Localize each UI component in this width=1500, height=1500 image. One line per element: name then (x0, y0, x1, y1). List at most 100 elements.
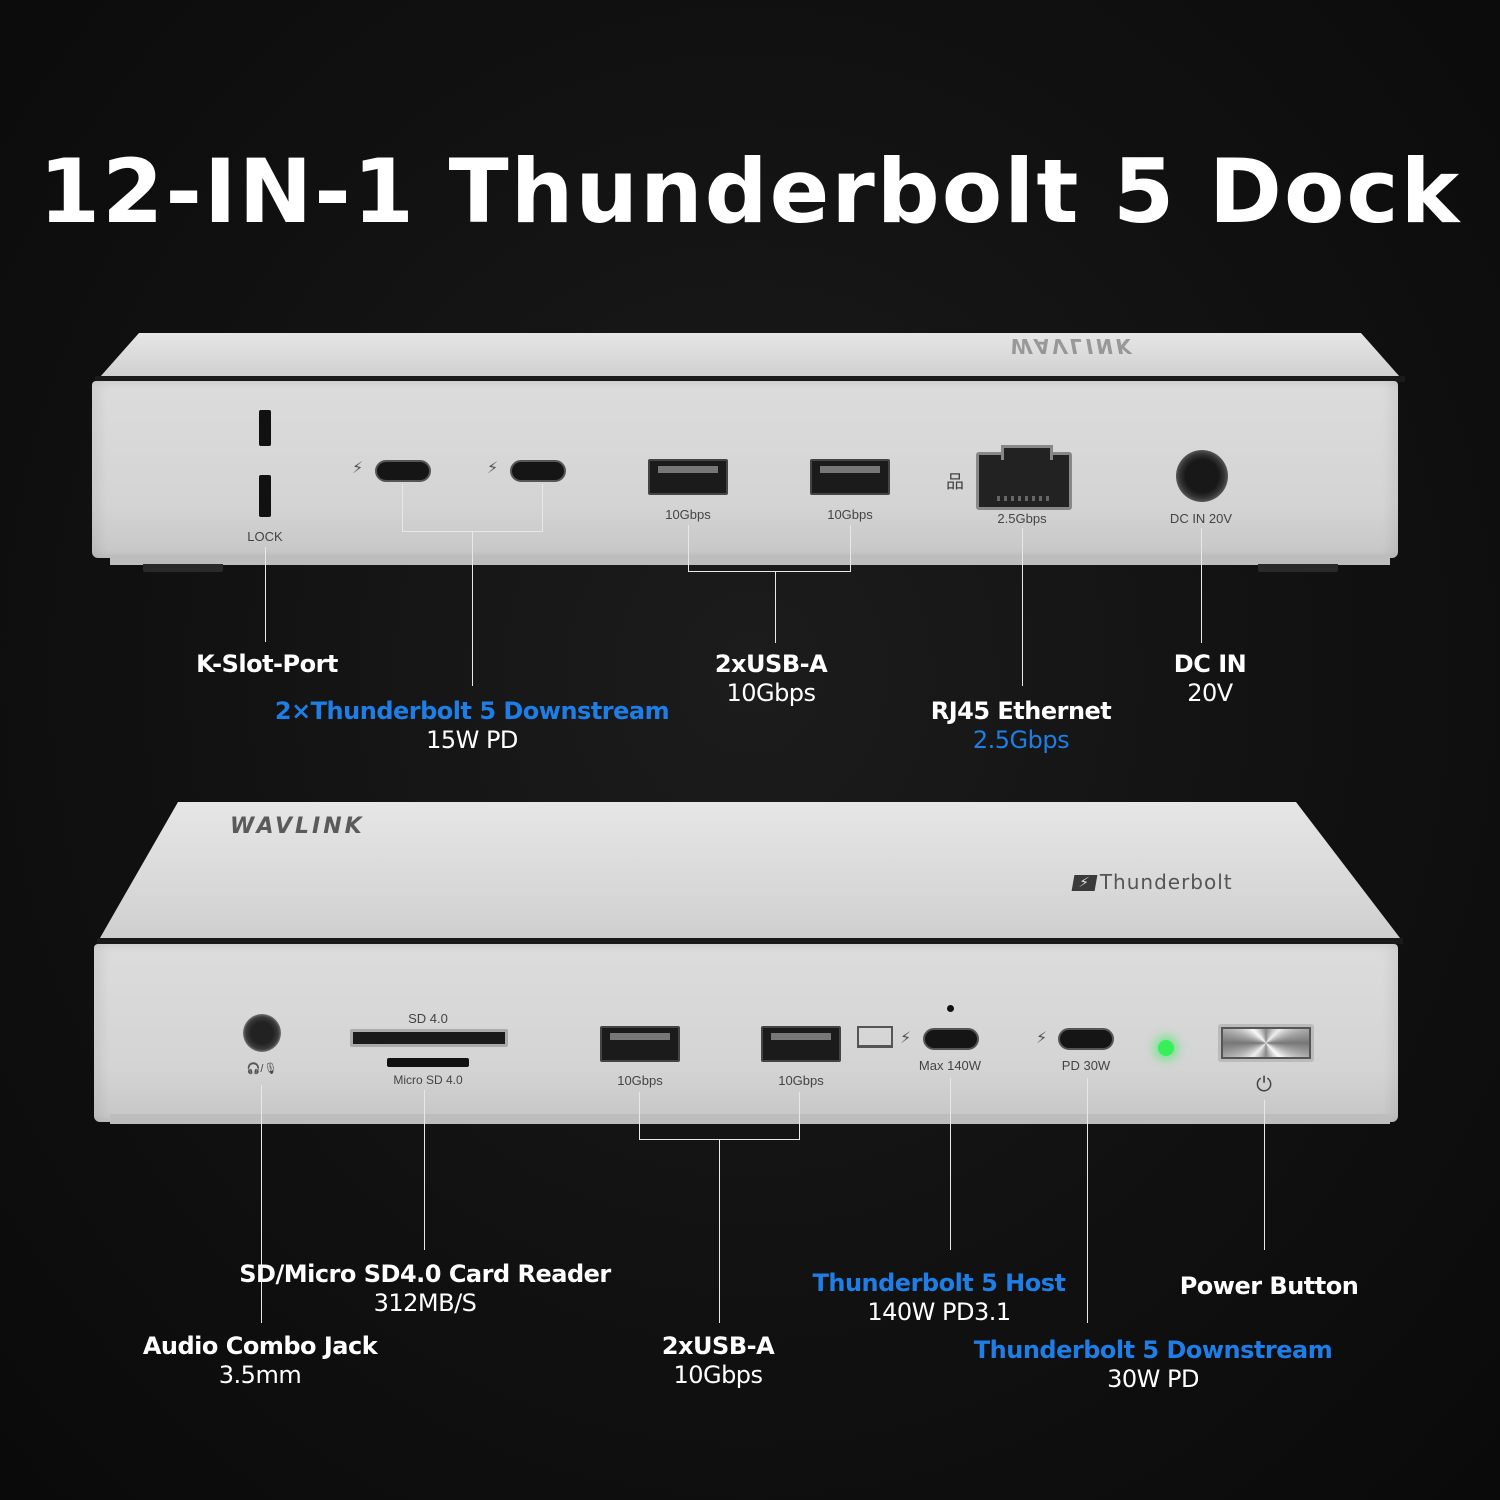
dock-lip (110, 1114, 1390, 1124)
callout-heading: 2×Thunderbolt 5 Downstream (274, 697, 670, 725)
callout-usb-a-front: 2xUSB-A 10Gbps (661, 1332, 775, 1389)
network-icon: 品 (946, 472, 964, 492)
callout-line (688, 571, 851, 572)
dock-rear-top-surface (100, 333, 1400, 377)
microsd-card-slot[interactable] (387, 1058, 469, 1067)
callout-subtext: 140W PD3.1 (867, 1298, 1011, 1326)
thunderbolt-logo-mark: ⚡ (1071, 875, 1098, 891)
ethernet-speed-label: 2.5Gbps (997, 511, 1047, 526)
thunderbolt-logo: ⚡Thunderbolt (1071, 870, 1233, 894)
callout-heading: SD/Micro SD4.0 Card Reader (239, 1260, 611, 1288)
callout-subtext: 15W PD (426, 726, 518, 754)
callout-heading: Power Button (1179, 1272, 1359, 1300)
callout-dc-in: DC IN 20V (1173, 650, 1247, 707)
dc-in-jack[interactable] (1176, 450, 1228, 502)
dock-foot (1258, 564, 1338, 572)
callout-usb-a-rear: 2xUSB-A 10Gbps (714, 650, 828, 707)
dock-seam (95, 376, 1405, 382)
usb-a-speed-label: 10Gbps (778, 1073, 824, 1088)
callout-subtext: 30W PD (1107, 1365, 1199, 1393)
callout-power-button: Power Button (1180, 1272, 1359, 1301)
laptop-icon (857, 1026, 893, 1048)
callout-subtext: 20V (1187, 679, 1233, 707)
callout-ethernet: RJ45 Ethernet 2.5Gbps (931, 697, 1112, 754)
callout-line (1201, 528, 1202, 643)
usb-a-port-1[interactable] (648, 459, 728, 495)
callout-heading: 2xUSB-A (714, 650, 828, 678)
lock-label: LOCK (247, 529, 283, 544)
audio-combo-jack[interactable] (243, 1014, 281, 1052)
callout-line (1022, 528, 1023, 686)
usb-a-port-4[interactable] (761, 1026, 841, 1062)
thunderbolt-logo-text: Thunderbolt (1099, 870, 1233, 894)
callout-heading: Thunderbolt 5 Host (812, 1269, 1066, 1297)
thunderbolt-icon: ⚡ (487, 460, 499, 477)
dock-lip (110, 555, 1390, 565)
callout-tb-downstream-front: Thunderbolt 5 Downstream 30W PD (974, 1336, 1333, 1393)
tb-downstream-power-label: PD 30W (1061, 1058, 1111, 1073)
thunderbolt-downstream-port-3[interactable] (1058, 1028, 1114, 1050)
callout-line (542, 484, 543, 531)
callout-subtext: 10Gbps (726, 679, 816, 707)
audio-icon: 🎧/🎙 (246, 1063, 278, 1075)
callout-subtext: 10Gbps (673, 1361, 763, 1389)
usb-a-speed-label: 10Gbps (665, 507, 711, 522)
sd-label: SD 4.0 (408, 1011, 448, 1026)
callout-line (775, 571, 776, 643)
callout-line (261, 1085, 262, 1323)
power-led (1158, 1040, 1174, 1056)
callout-line (265, 547, 266, 642)
thunderbolt-port-1[interactable] (375, 460, 431, 482)
callout-line (472, 531, 473, 686)
callout-audio-jack: Audio Combo Jack 3.5mm (142, 1332, 378, 1389)
brand-logo-mirrored: WAVLINK (1010, 334, 1135, 358)
kslot-opening (259, 410, 271, 446)
callout-line (402, 484, 403, 531)
thunderbolt-port-2[interactable] (510, 460, 566, 482)
usb-a-port-3[interactable] (600, 1026, 680, 1062)
callout-line (850, 525, 851, 571)
dock-front-top-surface (100, 802, 1400, 938)
microsd-label: Micro SD 4.0 (393, 1073, 463, 1087)
callout-tb-host: Thunderbolt 5 Host 140W PD3.1 (812, 1269, 1066, 1326)
thunderbolt-host-port[interactable] (923, 1028, 979, 1050)
callout-line (1087, 1078, 1088, 1323)
callout-tb-downstream-rear: 2×Thunderbolt 5 Downstream 15W PD (274, 697, 670, 754)
callout-heading: 2xUSB-A (661, 1332, 775, 1360)
callout-subtext: 3.5mm (218, 1361, 302, 1389)
dock-seam (97, 938, 1403, 944)
dc-in-label: DC IN 20V (1169, 511, 1233, 526)
callout-heading: DC IN (1173, 650, 1247, 678)
callout-subtext: 312MB/S (373, 1289, 477, 1317)
power-button[interactable] (1218, 1024, 1314, 1062)
tb-host-power-label: Max 140W (918, 1058, 982, 1073)
usb-a-speed-label: 10Gbps (827, 507, 873, 522)
callout-line (719, 1139, 720, 1323)
sd-card-slot[interactable] (350, 1029, 508, 1047)
brand-logo: WAVLINK (230, 814, 365, 839)
thunderbolt-icon: ⚡ (1036, 1030, 1048, 1047)
indicator-pinhole (947, 1005, 954, 1012)
callout-card-reader: SD/Micro SD4.0 Card Reader 312MB/S (239, 1260, 611, 1317)
power-icon: ⏻ (1256, 1074, 1272, 1096)
dock-front-panel (94, 944, 1398, 1122)
callout-line (424, 1090, 425, 1250)
callout-kslot: K-Slot-Port (196, 650, 338, 679)
callout-line (799, 1092, 800, 1139)
callout-subtext: 2.5Gbps (972, 726, 1070, 754)
callout-line (639, 1092, 640, 1139)
dock-foot (143, 564, 223, 572)
callout-line (1264, 1100, 1265, 1250)
ethernet-port[interactable] (976, 445, 1072, 510)
callout-line (688, 525, 689, 571)
thunderbolt-icon: ⚡ (900, 1030, 912, 1047)
page-title: 12-IN-1 Thunderbolt 5 Dock (38, 140, 1462, 243)
callout-heading: RJ45 Ethernet (930, 697, 1112, 725)
usb-a-port-2[interactable] (810, 459, 890, 495)
kslot-opening (259, 475, 271, 517)
callout-heading: Audio Combo Jack (142, 1332, 378, 1360)
thunderbolt-icon: ⚡ (352, 460, 364, 477)
callout-line (950, 1078, 951, 1250)
usb-a-speed-label: 10Gbps (617, 1073, 663, 1088)
callout-heading: K-Slot-Port (196, 650, 338, 678)
